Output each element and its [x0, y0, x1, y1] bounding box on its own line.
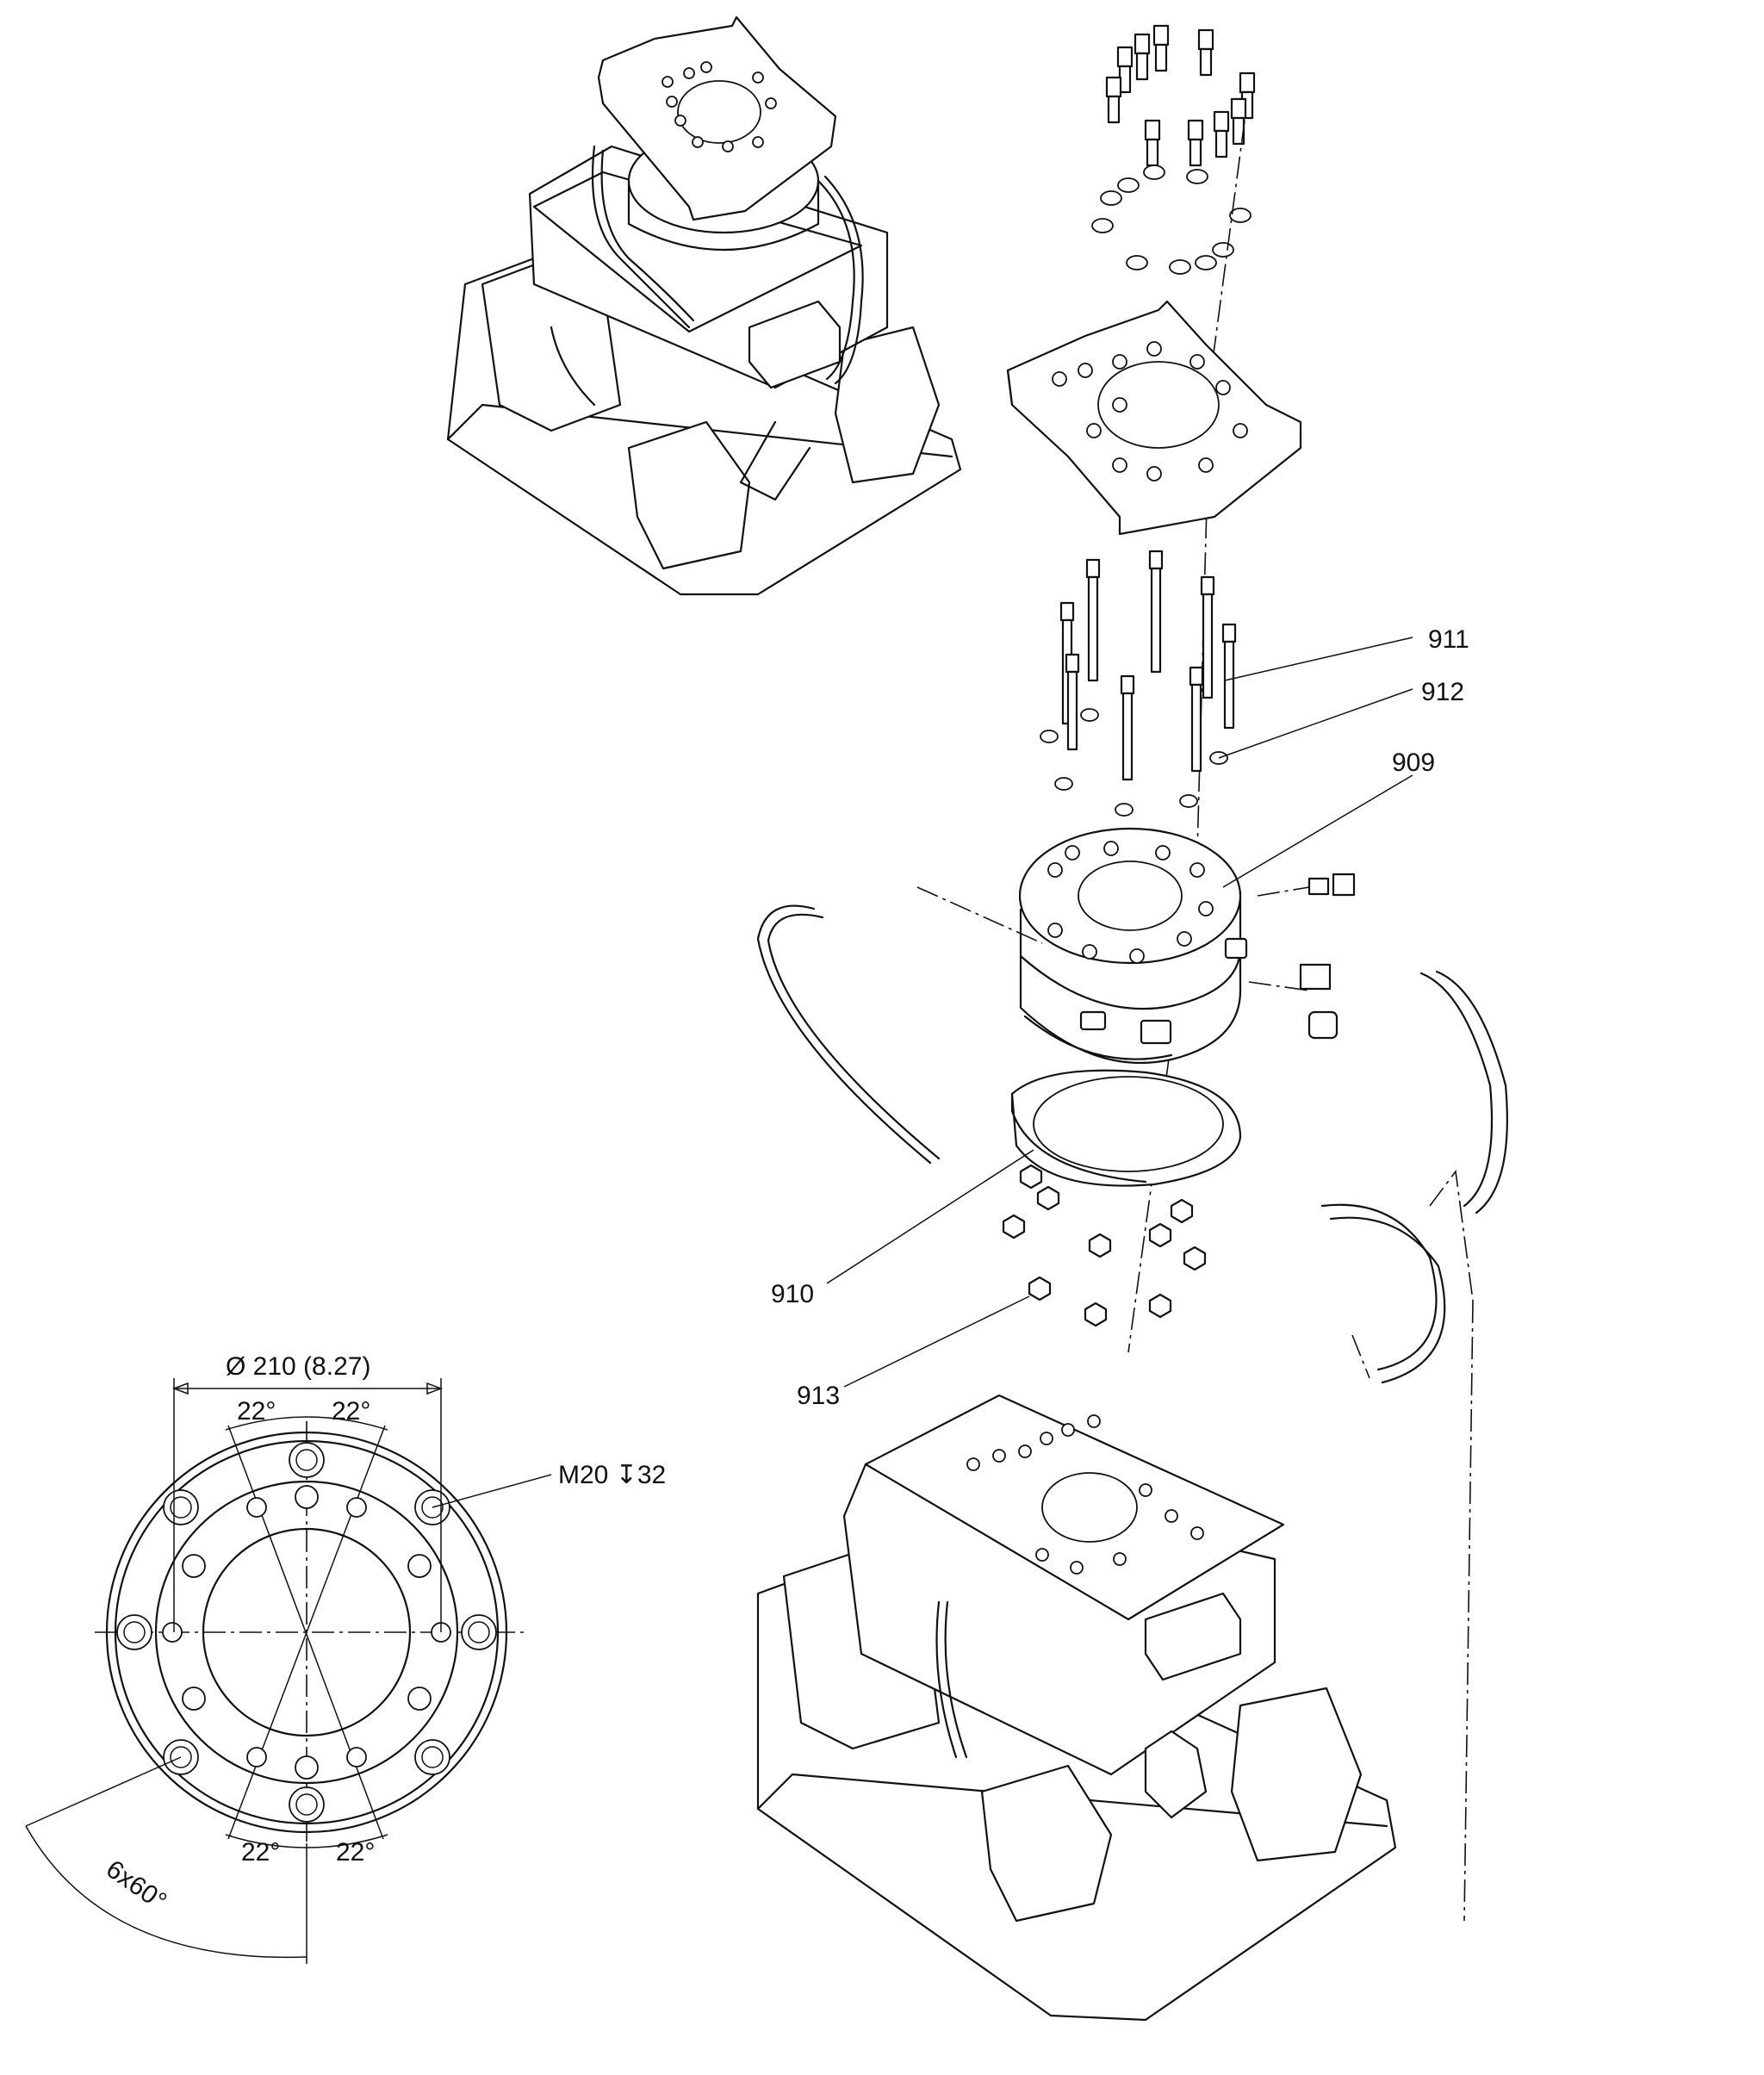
- callout-913: 913: [797, 1382, 840, 1410]
- pattern-label: 6x60°: [101, 1854, 171, 1916]
- adapter-plate: [1006, 300, 1302, 536]
- base-unit-lower: [756, 1394, 1397, 2022]
- long-bolts-911: 911 912: [1040, 550, 1469, 817]
- diameter-label: Ø 210 (8.27): [226, 1352, 370, 1381]
- hoses-and-fittings: [756, 873, 1508, 1922]
- flange-910: 910: [771, 1069, 1242, 1308]
- callout-911: 911: [1428, 625, 1469, 654]
- nuts-913: 913: [797, 1164, 1207, 1410]
- callout-910: 910: [771, 1280, 814, 1308]
- angle-bottom-left: 22°: [241, 1838, 280, 1867]
- angle-top-left: 22°: [237, 1397, 276, 1426]
- flange-bolt-pattern-view: Ø 210 (8.27) 22° 22° 22° 22° M20 ↧32 6x6…: [25, 1352, 666, 1964]
- depth-symbol: ↧: [616, 1461, 637, 1489]
- callout-912: 912: [1421, 678, 1464, 706]
- angle-top-right: 22°: [332, 1397, 370, 1426]
- rotator-909: 909: [1018, 749, 1435, 1065]
- callout-909: 909: [1392, 749, 1435, 777]
- assembled-unit-top: [446, 16, 962, 596]
- thread-label: M20 ↧32: [558, 1461, 666, 1489]
- angle-bottom-right: 22°: [336, 1838, 375, 1867]
